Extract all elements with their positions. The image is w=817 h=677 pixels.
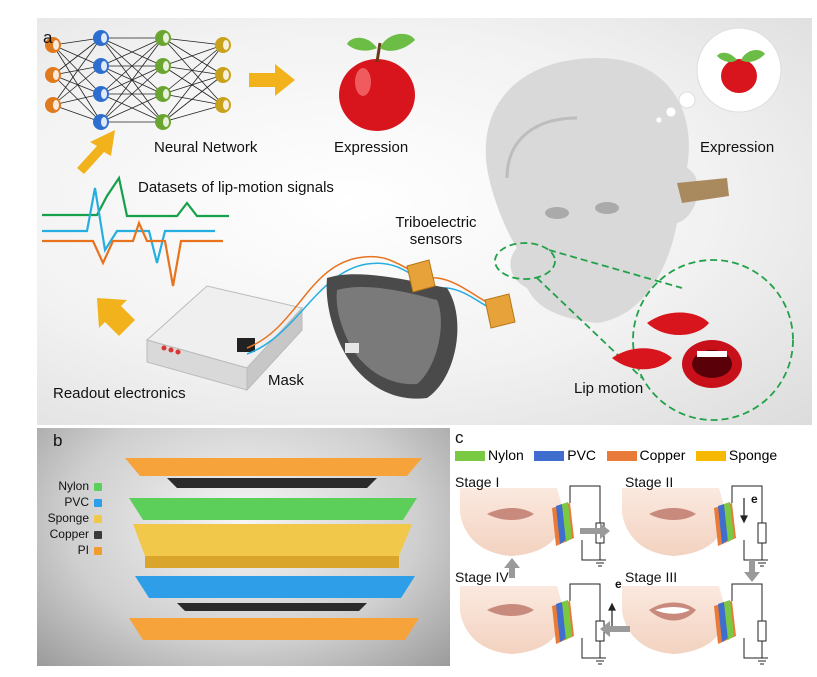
neural-network-nodes [45, 30, 231, 130]
circuit-diagrams [569, 485, 768, 665]
lip-motion-dashed-circle [632, 259, 794, 421]
sensors-label-line2: sensors [409, 231, 463, 248]
electron-label-stage-4: e [615, 577, 622, 591]
readout-electronics-label: Readout electronics [53, 385, 186, 402]
stage-1-label: Stage I [455, 474, 500, 490]
arrow-electronics-to-signals [97, 298, 135, 336]
panel-c: c Nylon PVC Copper Sponge [452, 428, 812, 666]
arrow-signals-to-nn [77, 130, 115, 174]
layered-sensor-stack [125, 458, 422, 640]
stage-3-label: Stage III [625, 569, 678, 585]
legend-swatch-sponge [94, 515, 102, 523]
neural-network-diagram [52, 37, 224, 123]
legend-swatch-sponge [695, 451, 726, 462]
thought-bubble [655, 27, 782, 124]
layer-nylon [129, 498, 417, 520]
wire-blue [246, 262, 503, 355]
wire-orange [246, 255, 498, 349]
legend-swatch-pi [94, 547, 102, 555]
legend-item-copper: Copper [606, 447, 686, 463]
readout-electronics-device [145, 285, 303, 392]
panel-a-illustration [42, 27, 794, 421]
triboelectric-sensor-2 [484, 293, 516, 329]
legend-label-nylon: Nylon [58, 479, 89, 493]
legend-label-copper: Copper [49, 527, 89, 541]
panel-b-letter: b [53, 431, 63, 450]
panel-a-letter: a [43, 28, 53, 47]
legend-swatch-pvc [534, 451, 565, 462]
lip-motion-signal-traces [42, 175, 229, 287]
stage-1-face [460, 488, 574, 556]
legend-label-pvc: PVC [64, 495, 89, 509]
electron-label-stage-2: e [751, 492, 758, 506]
layer-pvc [135, 576, 415, 598]
triboelectric-sensor-1 [406, 259, 436, 293]
human-head-illustration [485, 58, 729, 323]
legend-swatch-copper [94, 531, 102, 539]
legend-item-nylon: Nylon [455, 447, 524, 463]
panel-a: a Neural Network Expression Expression D… [37, 18, 812, 425]
stage-2-label: Stage II [625, 474, 674, 490]
legend-swatch-nylon [455, 451, 485, 462]
lip-motion-label: Lip motion [574, 380, 644, 397]
legend-swatch-nylon [94, 483, 102, 491]
lip-region-dashed-ellipse [494, 242, 556, 280]
mask-label: Mask [268, 372, 304, 389]
legend-label-pi: PI [77, 543, 89, 557]
sensors-label-line1: Triboelectric [395, 214, 477, 231]
stage-3-face [622, 586, 736, 654]
layer-sponge [133, 524, 412, 556]
legend-label-nylon: Nylon [488, 447, 524, 463]
sensors-label: Triboelectric sensors [394, 214, 478, 248]
neural-network-label: Neural Network [154, 139, 258, 156]
arrow-stage-2-to-3 [744, 560, 760, 582]
panel-b: b Nylon PVC Sponge Copper PI [37, 428, 450, 666]
layer-sponge-side [145, 556, 399, 568]
material-legend: Nylon PVC Copper Sponge [455, 447, 783, 465]
expression-label-2: Expression [700, 139, 775, 156]
legend-item-pvc: PVC [534, 447, 596, 463]
arrow-stage-4-to-1 [504, 558, 520, 578]
legend-label-copper: Copper [639, 447, 686, 463]
layer-copper-bottom [177, 603, 367, 611]
stage-2-face [622, 488, 736, 556]
legend-item-sponge: Sponge [695, 447, 778, 463]
arrow-stage-3-to-4 [600, 621, 630, 637]
datasets-label: Datasets of lip-motion signals [138, 179, 334, 196]
arrow-nn-to-apple [249, 64, 295, 96]
layer-pi-top [125, 458, 422, 476]
legend-label-sponge: Sponge [47, 511, 89, 525]
legend-label-sponge: Sponge [728, 447, 778, 463]
expression-label-1: Expression [334, 139, 409, 156]
layer-pi-bottom [129, 618, 419, 640]
apple-illustration [339, 33, 415, 131]
working-mechanism-diagram [460, 485, 768, 665]
stage-4-face [460, 586, 574, 654]
panel-c-letter: c [455, 428, 464, 447]
legend-label-pvc: PVC [567, 447, 597, 463]
legend-swatch-copper [606, 451, 637, 462]
mask-illustration [326, 274, 458, 399]
electron-flow-arrows [608, 498, 748, 628]
layer-copper-top [167, 478, 377, 488]
arrow-stage-1-to-2 [580, 523, 610, 539]
legend-swatch-pvc [94, 499, 102, 507]
stage-4-label: Stage IV [455, 569, 509, 585]
lips-illustrations [612, 312, 742, 388]
